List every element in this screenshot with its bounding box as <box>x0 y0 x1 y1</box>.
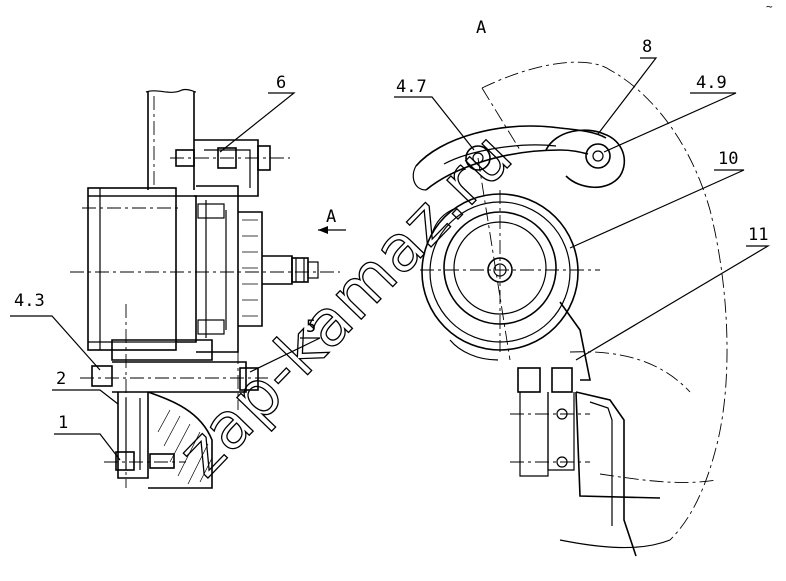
callout-11: 11 <box>748 225 768 245</box>
callout-2: 2 <box>56 369 66 389</box>
callout-leaders <box>10 57 771 461</box>
callout-4-7: 4.7 <box>396 77 427 97</box>
callout-4-3: 4.3 <box>14 291 45 311</box>
callout-6: 6 <box>276 73 286 93</box>
generator-body <box>87 187 177 351</box>
callout-5: 5 <box>306 317 316 337</box>
view-label: A <box>476 18 486 38</box>
callout-10: 10 <box>718 149 738 169</box>
side-view <box>70 88 346 489</box>
callout-1: 1 <box>58 413 68 433</box>
corner-mark: ~ <box>766 0 773 13</box>
callout-4-9: 4.9 <box>696 73 727 93</box>
callout-8: 8 <box>642 37 652 57</box>
front-view <box>412 61 728 557</box>
view-arrow-label: A <box>326 207 336 227</box>
